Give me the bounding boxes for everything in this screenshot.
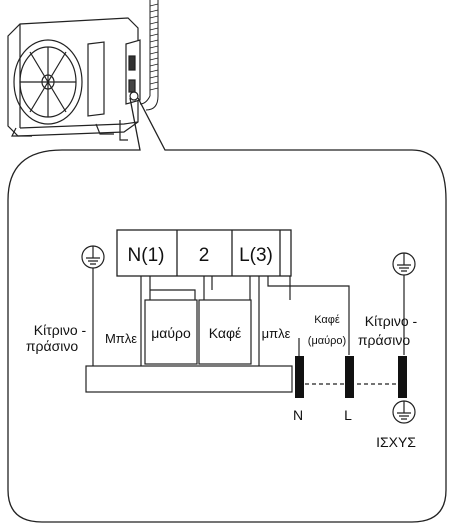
connector-label-black: μαύρο xyxy=(151,325,191,341)
power-ground-symbol-icon xyxy=(392,252,416,276)
left-ground-label-line2: πράσινο xyxy=(26,338,78,354)
terminal-wires xyxy=(140,276,350,366)
terminal-l3: L(3) xyxy=(239,245,273,266)
terminal-n1: N(1) xyxy=(128,245,165,266)
base-plate xyxy=(85,365,293,393)
right-brown-label: Καφέ xyxy=(314,314,340,326)
neutral-terminal xyxy=(295,356,304,398)
right-wires xyxy=(298,275,405,385)
left-ground-label-line1: Κίτρινο - xyxy=(34,322,87,338)
connector-label-brown: Καφέ xyxy=(209,325,242,341)
right-black-label: (μαύρο) xyxy=(308,335,346,347)
terminal-block xyxy=(116,229,292,277)
ground-symbol-icon xyxy=(81,245,105,269)
live-terminal xyxy=(345,356,354,398)
neutral-label: N xyxy=(293,407,303,423)
terminal-2: 2 xyxy=(199,245,210,266)
brown-connector xyxy=(198,299,252,365)
black-connector xyxy=(144,299,198,365)
right-ground-label-line2: πράσινο xyxy=(358,332,410,348)
connector-blocks xyxy=(144,299,252,365)
ground-terminal-symbol-icon xyxy=(392,400,416,424)
left-blue-label: Μπλε xyxy=(105,331,137,346)
live-label: L xyxy=(344,407,352,423)
power-label: ΙΣΧΥΣ xyxy=(376,434,416,450)
connector-label-blue: μπλε xyxy=(262,326,291,341)
callout-frame xyxy=(7,91,447,523)
power-terminals xyxy=(295,356,407,398)
ground-terminal xyxy=(398,356,407,398)
right-ground-label-line1: Κίτρινο - xyxy=(365,313,418,329)
outdoor-unit-illustration xyxy=(7,0,159,141)
